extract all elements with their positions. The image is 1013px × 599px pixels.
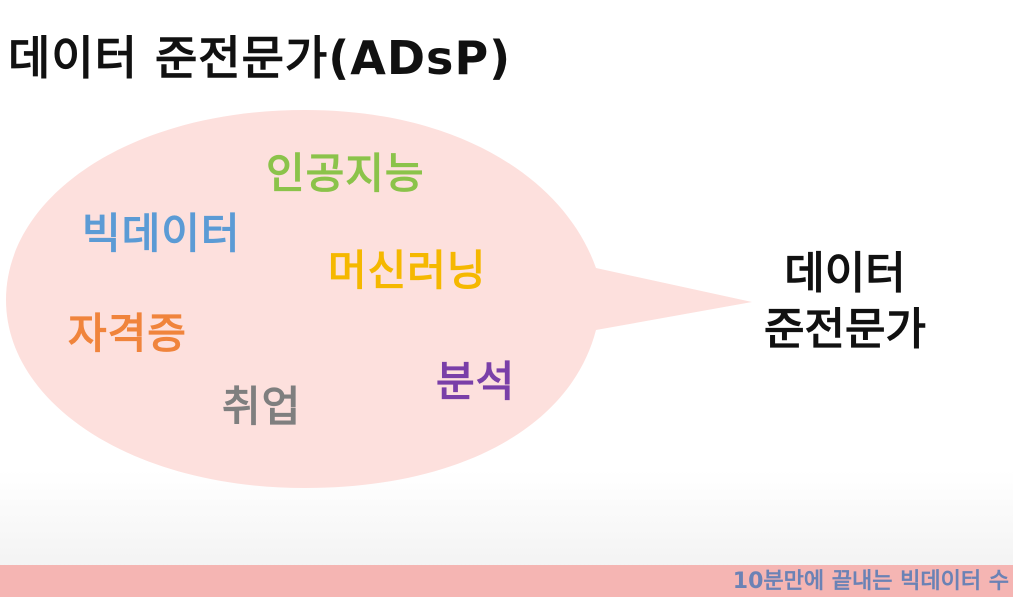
side-label-line2: 준전문가 [764, 304, 926, 355]
slide-title: 데이터 준전문가(ADsP) [8, 31, 512, 85]
speech-bubble-shape [6, 110, 752, 488]
word-employment: 취업 [222, 382, 302, 431]
word-analysis: 분석 [436, 357, 516, 406]
word-certificate: 자격증 [68, 309, 187, 358]
footer-bar [0, 565, 1013, 597]
word-machine-learning: 머신러닝 [328, 246, 487, 295]
footer-caption: 10분만에 끝내는 빅데이터 수 [732, 569, 1009, 594]
side-label: 데이터 준전문가 [750, 246, 940, 358]
side-label-line1: 데이터 [784, 248, 906, 299]
word-big-data: 빅데이터 [82, 209, 241, 258]
word-artificial-intelligence: 인공지능 [266, 149, 425, 198]
